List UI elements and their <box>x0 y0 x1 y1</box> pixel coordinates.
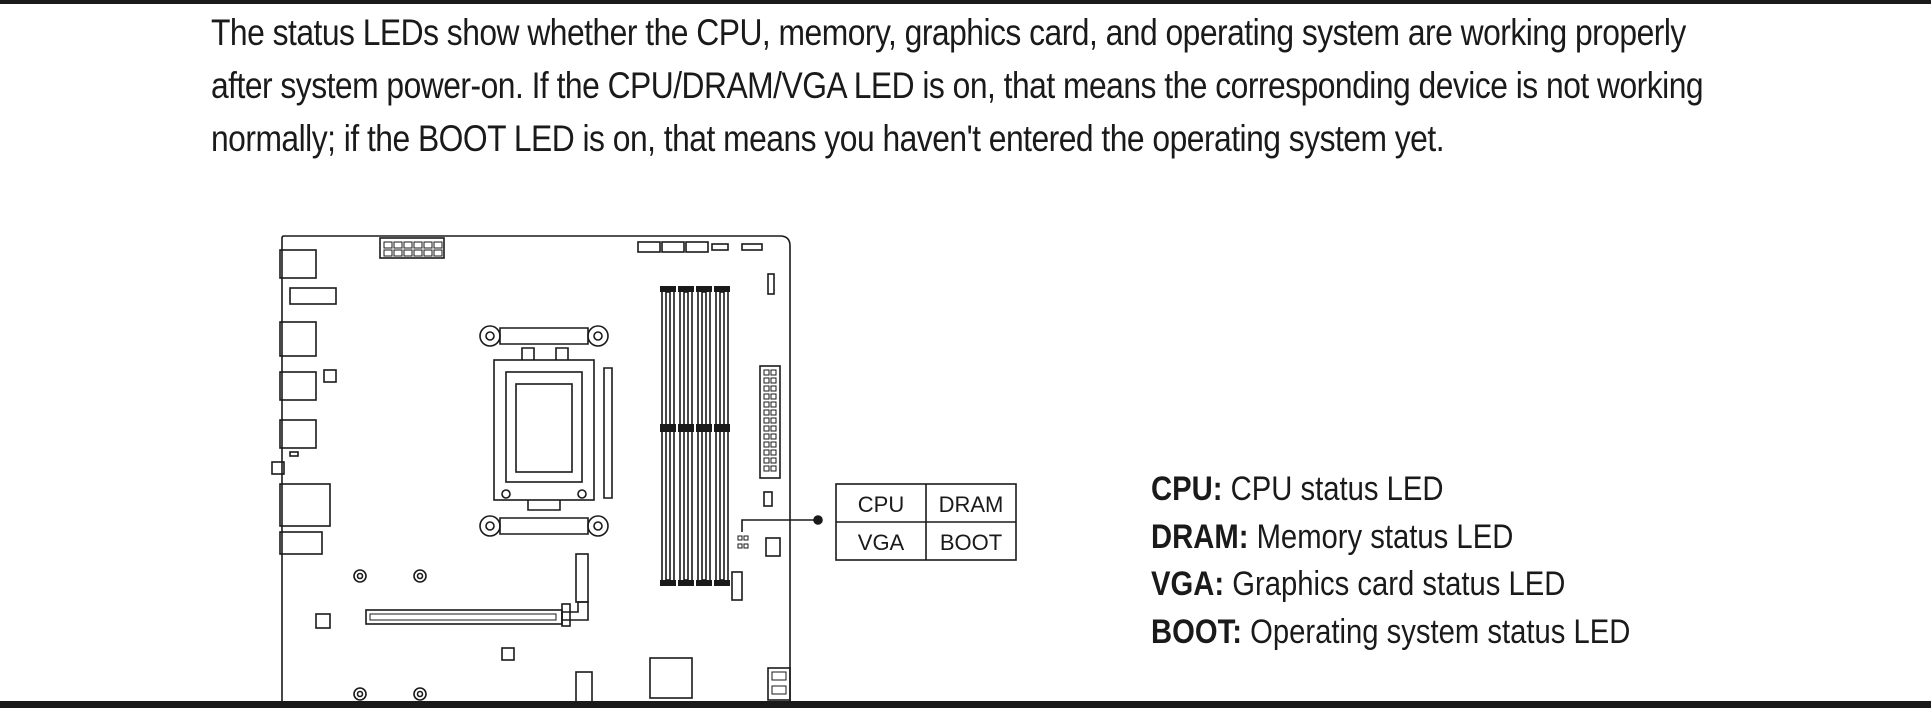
small-component <box>501 647 515 661</box>
legend-term: DRAM: <box>1151 517 1249 556</box>
board-outline <box>281 235 791 708</box>
small-header <box>731 571 743 601</box>
small-header <box>711 243 729 251</box>
led-label-boot: BOOT <box>940 530 1002 555</box>
legend-row-dram: DRAM: Memory status LED <box>1151 514 1630 562</box>
legend-row-boot: BOOT: Operating system status LED <box>1151 609 1630 657</box>
io-port <box>279 371 317 401</box>
small-header <box>765 537 781 557</box>
io-port <box>279 249 317 279</box>
small-header <box>741 243 763 251</box>
pcie-x1-slot <box>575 671 593 708</box>
intro-line-2: after system power-on. If the CPU/DRAM/V… <box>211 65 1704 106</box>
atx-power-connector <box>759 365 781 479</box>
led-leader-line <box>741 519 818 532</box>
cpu-socket <box>479 325 613 537</box>
io-port <box>289 287 337 305</box>
intro-paragraph: The status LEDs show whether the CPU, me… <box>211 6 1704 165</box>
intro-line-1: The status LEDs show whether the CPU, me… <box>211 12 1686 53</box>
led-label-vga: VGA <box>858 530 905 555</box>
legend-desc: Graphics card status LED <box>1224 565 1566 603</box>
fan-header <box>685 241 709 253</box>
led-dot <box>743 535 749 541</box>
io-port <box>289 451 299 457</box>
legend-term: VGA: <box>1151 565 1225 603</box>
chipset <box>649 657 693 699</box>
cpu-power-connector <box>379 237 445 259</box>
io-port <box>271 461 285 475</box>
led-legend: CPU: CPU status LED DRAM: Memory status … <box>1151 466 1630 656</box>
intro-line-3: normally; if the BOOT LED is on, that me… <box>211 118 1445 159</box>
small-header <box>767 273 775 295</box>
led-label-cpu: CPU <box>858 492 904 517</box>
io-port <box>279 483 331 527</box>
io-port <box>323 369 337 383</box>
bottom-rule <box>0 701 1931 708</box>
io-port <box>279 419 317 449</box>
legend-term: BOOT: <box>1151 612 1242 651</box>
led-dot <box>743 543 749 549</box>
top-rule <box>0 0 1931 4</box>
legend-row-cpu: CPU: CPU status LED <box>1151 466 1630 514</box>
legend-desc: Operating system status LED <box>1241 612 1631 651</box>
motherboard-diagram: CPU DRAM VGA BOOT <box>271 235 1017 708</box>
legend-row-vga: VGA: Graphics card status LED <box>1151 561 1630 609</box>
io-port <box>279 321 317 357</box>
io-port <box>279 531 323 555</box>
led-dot <box>737 543 743 549</box>
pcie-x16-slot <box>365 609 563 625</box>
small-header <box>767 667 791 701</box>
legend-desc: Memory status LED <box>1248 517 1514 556</box>
pcie-latch <box>561 603 571 627</box>
fan-header <box>661 241 685 253</box>
led-label-dram: DRAM <box>939 492 1004 517</box>
small-header <box>763 491 773 507</box>
legend-term: CPU: <box>1151 470 1223 508</box>
m2-connector <box>575 553 589 603</box>
dimm-slots <box>661 287 729 585</box>
fan-header <box>637 241 661 253</box>
small-component <box>315 613 331 629</box>
legend-desc: CPU status LED <box>1222 470 1444 508</box>
led-dot <box>737 535 743 541</box>
